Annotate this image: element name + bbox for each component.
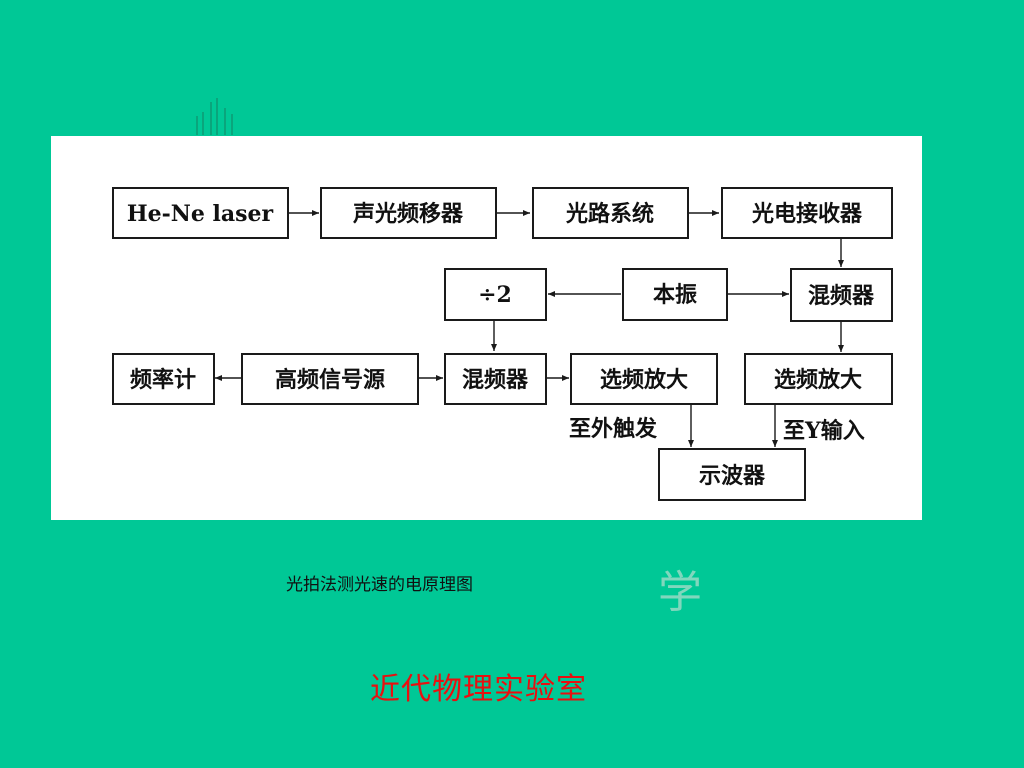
diagram-panel: He-Ne laser 声光频移器 光路系统 光电接收器 ÷2 本振: [51, 136, 922, 520]
svg-text:光电接收器: 光电接收器: [751, 201, 863, 227]
svg-text:高频信号源: 高频信号源: [275, 367, 385, 393]
svg-text:本振: 本振: [653, 282, 697, 308]
figure-caption: 光拍法测光速的电原理图: [286, 575, 473, 595]
svg-text:He-Ne laser: He-Ne laser: [127, 201, 274, 227]
node-local-oscillator: 本振: [622, 268, 728, 321]
svg-text:混频器: 混频器: [808, 283, 875, 309]
node-photo-receiver: 光电接收器: [721, 187, 893, 239]
node-he-ne-laser: He-Ne laser: [112, 187, 289, 239]
node-acousto-optic-shifter: 声光频移器: [320, 187, 497, 239]
node-optical-path: 光路系统: [532, 187, 689, 239]
node-mixer-middle: 混频器: [444, 353, 547, 405]
svg-text:光路系统: 光路系统: [565, 201, 654, 227]
label-external-trigger: 至外触发: [569, 416, 658, 442]
node-divide-by-2: ÷2: [444, 268, 547, 321]
connectors: [215, 210, 844, 447]
node-frequency-counter: 频率计: [112, 353, 215, 405]
svg-text:声光频移器: 声光频移器: [352, 201, 464, 227]
svg-text:频率计: 频率计: [130, 367, 196, 393]
node-mixer-right: 混频器: [790, 268, 893, 322]
block-diagram: He-Ne laser 声光频移器 光路系统 光电接收器 ÷2 本振: [112, 187, 893, 501]
svg-text:示波器: 示波器: [699, 463, 766, 489]
svg-text:选频放大: 选频放大: [600, 367, 688, 393]
node-selective-amp-right: 选频放大: [744, 353, 893, 405]
watermark-glyph: 学: [658, 567, 702, 618]
svg-text:选频放大: 选频放大: [774, 367, 862, 393]
lab-name: 近代物理实验室: [370, 672, 587, 707]
node-selective-amp-left: 选频放大: [570, 353, 718, 405]
decorative-bars: [196, 98, 233, 135]
svg-text:混频器: 混频器: [462, 367, 529, 393]
svg-text:÷2: ÷2: [478, 282, 512, 308]
node-hf-signal-source: 高频信号源: [241, 353, 419, 405]
node-oscilloscope: 示波器: [658, 448, 806, 501]
label-y-input: 至Y输入: [783, 418, 865, 444]
